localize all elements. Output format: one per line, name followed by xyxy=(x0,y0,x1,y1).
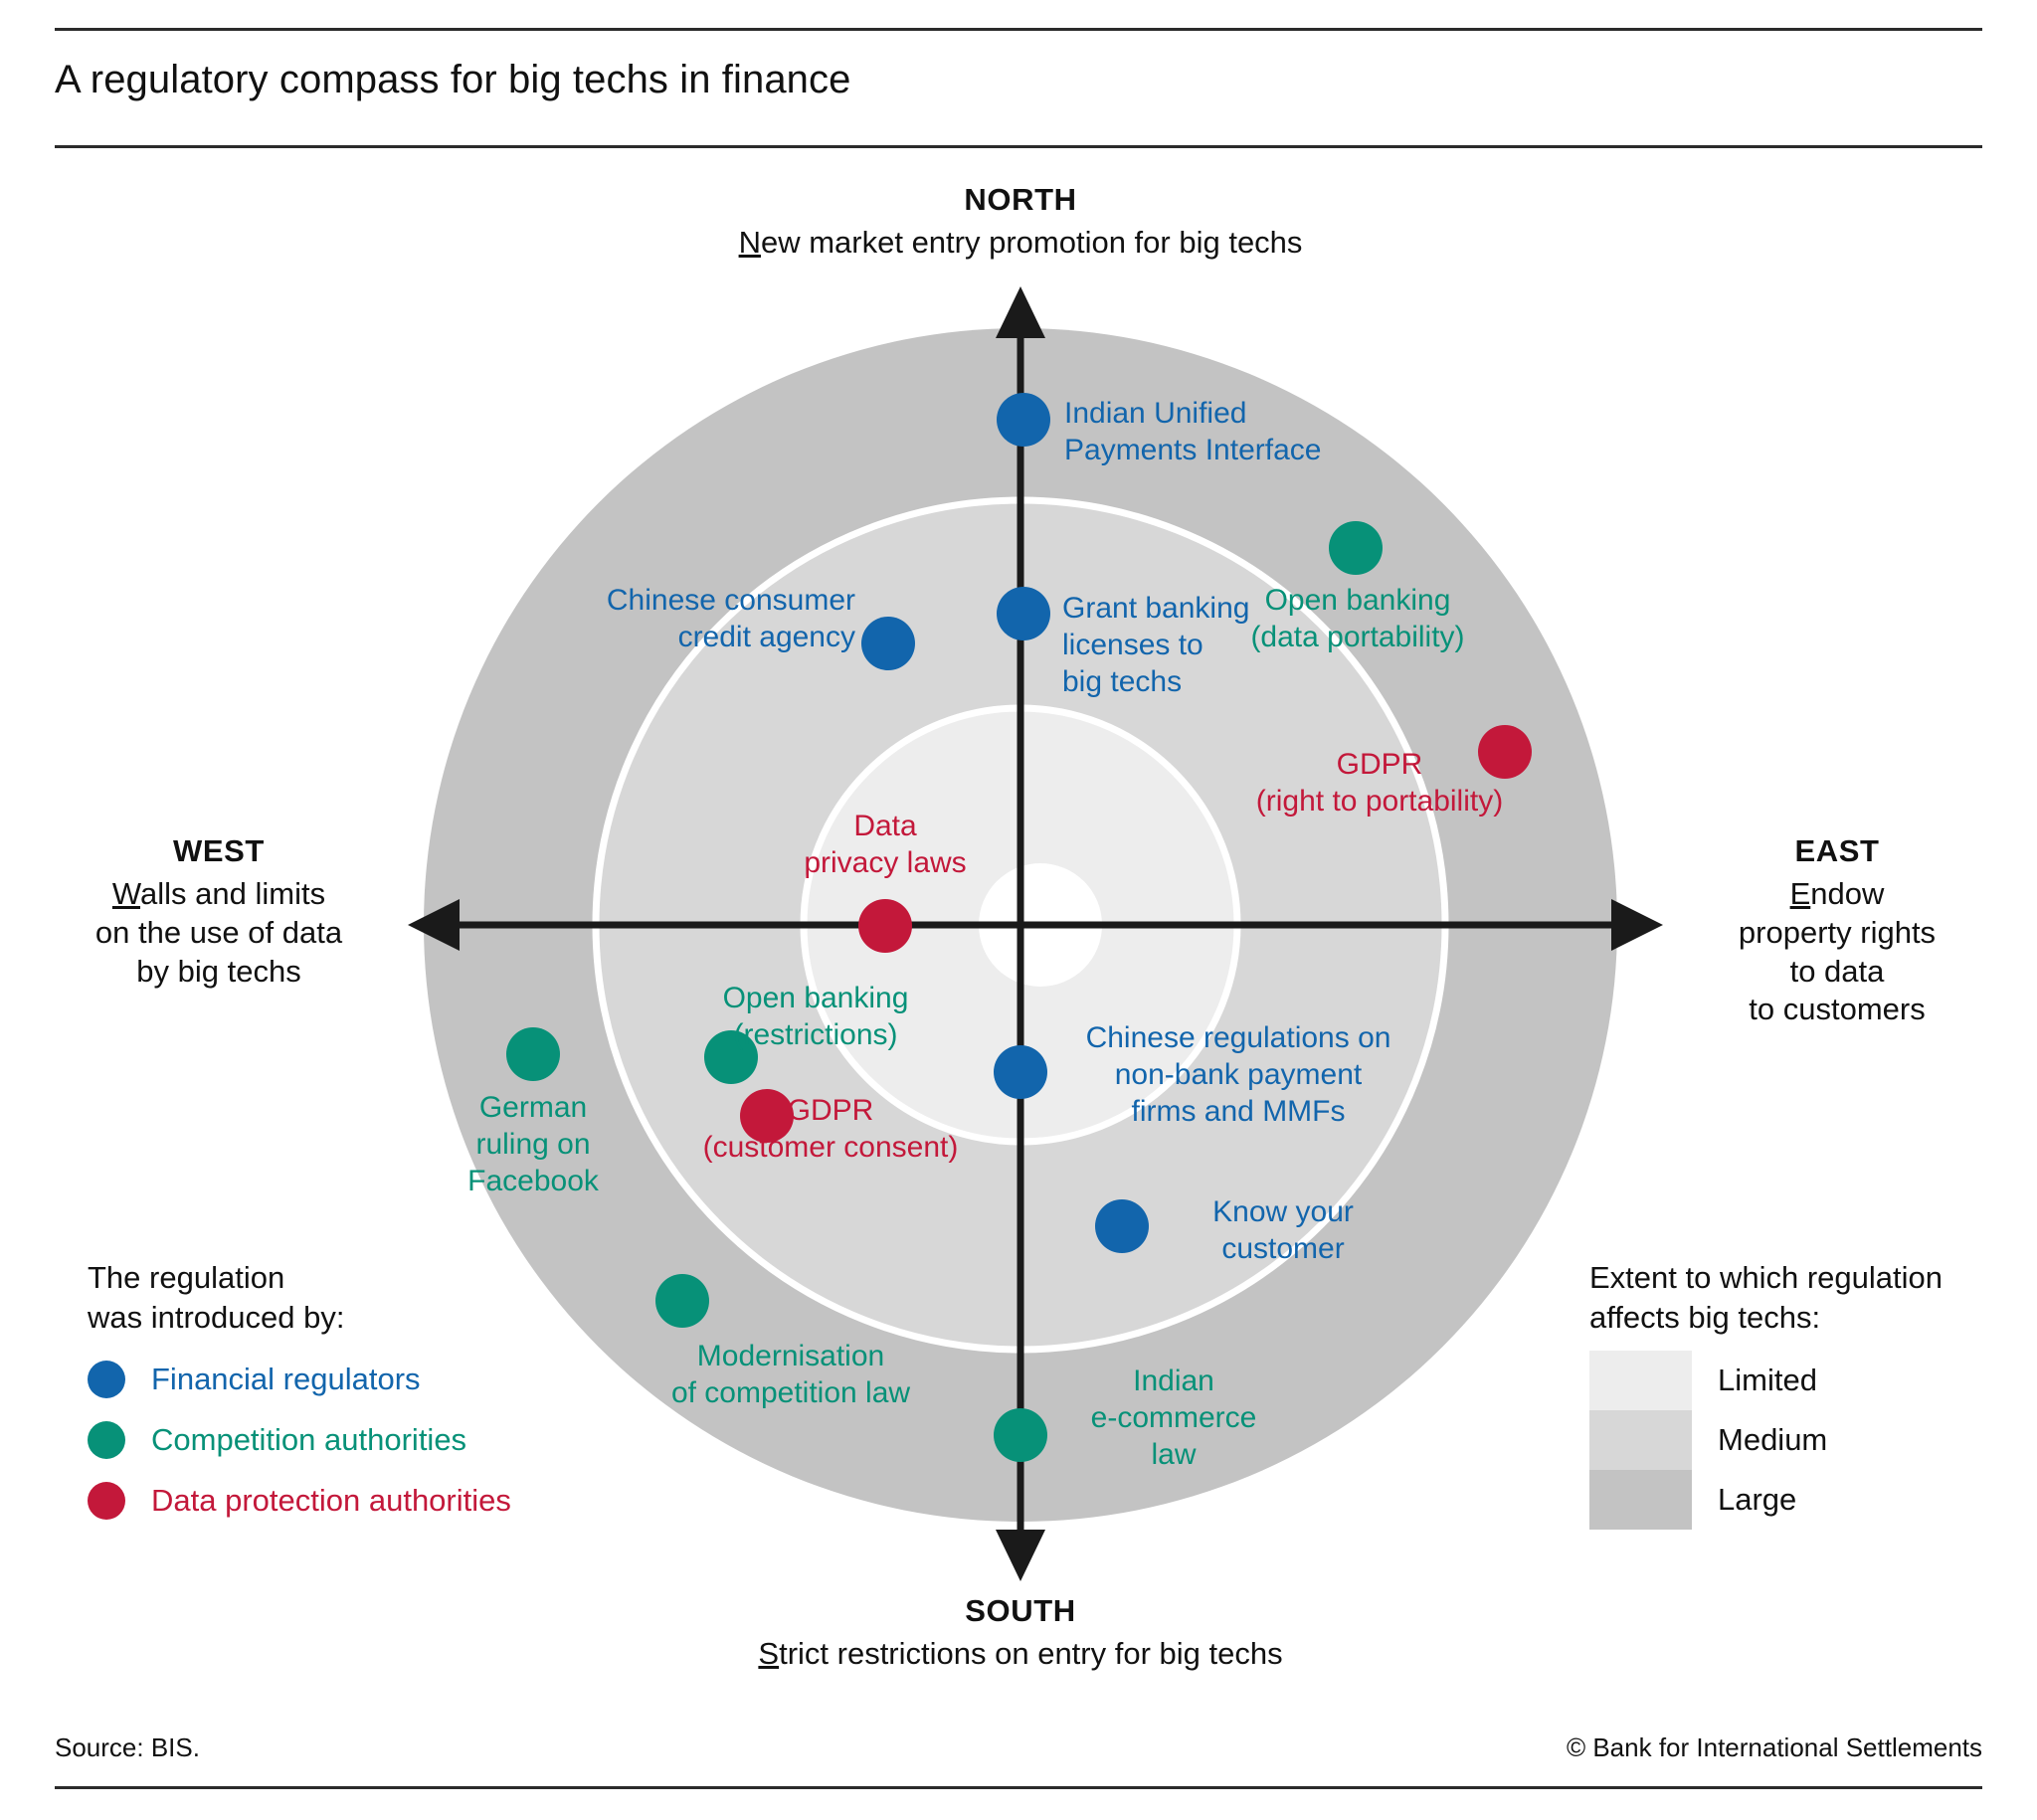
point-gdpr-customer-consent xyxy=(740,1089,794,1143)
point-label-german-ruling-on-facebook: German ruling on Facebook xyxy=(467,1091,599,1198)
axis-arrow-east xyxy=(1611,899,1663,951)
direction-label-south: SOUTH Strict restrictions on entry for b… xyxy=(523,1593,1518,1674)
direction-west-line2: on the use of data xyxy=(94,914,343,950)
direction-east-rest: ndow xyxy=(1810,876,1885,911)
direction-north-mnemonic: N xyxy=(738,225,761,260)
legend-extent-title-line2: affects big techs: xyxy=(1589,1299,1821,1335)
point-label-indian-e-commerce-law: Indian e-commerce law xyxy=(1090,1365,1257,1472)
point-open-banking-restrictions xyxy=(704,1030,758,1084)
legend-introduced-by: The regulation was introduced by: Financ… xyxy=(88,1258,605,1531)
legend-extent-title-line1: Extent to which regulation xyxy=(1589,1260,1943,1295)
legend-label-data-protection-authorities: Data protection authorities xyxy=(151,1482,511,1518)
point-label-modernisation-competition-law: Modernisation of competition law xyxy=(670,1340,911,1410)
point-label-open-banking-data-portability: Open banking (data portability) xyxy=(1250,584,1465,654)
direction-east-line4: to customers xyxy=(1749,992,1926,1027)
legend-introduced-by-title-line2: was introduced by: xyxy=(88,1299,345,1335)
point-chinese-regulations-non-bank xyxy=(994,1045,1047,1099)
direction-west-cap: WEST xyxy=(173,833,265,868)
point-label-open-banking-restrictions: Open banking (restrictions) xyxy=(722,982,909,1052)
legend-item-medium[interactable]: Medium xyxy=(1589,1410,2017,1471)
axis-arrow-north xyxy=(996,286,1045,338)
source-note: Source: BIS. xyxy=(55,1732,200,1762)
header-rule-top xyxy=(55,28,1982,31)
point-indian-unified-payments-interface xyxy=(997,393,1050,447)
direction-label-north: NORTH New market entry promotion for big… xyxy=(523,182,1518,263)
legend-extent: Extent to which regulation affects big t… xyxy=(1589,1258,2017,1531)
legend-dot-financial-icon xyxy=(88,1360,125,1398)
point-label-data-privacy-laws: Data privacy laws xyxy=(804,810,967,880)
direction-east-mnemonic: E xyxy=(1789,876,1811,911)
legend-label-financial-regulators: Financial regulators xyxy=(151,1361,421,1396)
point-gdpr-right-to-portability xyxy=(1478,725,1532,779)
legend-label-competition-authorities: Competition authorities xyxy=(151,1421,467,1457)
point-grant-banking-licenses xyxy=(997,587,1050,640)
direction-south-desc: Strict restrictions on entry for big tec… xyxy=(523,1635,1518,1674)
point-open-banking-data-portability xyxy=(1329,521,1383,575)
legend-dot-competition-icon xyxy=(88,1420,125,1459)
legend-label-large: Large xyxy=(1718,1482,1797,1518)
legend-item-competition-authorities[interactable]: Competition authorities xyxy=(88,1409,605,1470)
direction-west-rest: alls and limits xyxy=(140,876,326,911)
direction-east-line1: Endow xyxy=(1790,876,1885,911)
legend-item-data-protection-authorities[interactable]: Data protection authorities xyxy=(88,1470,605,1531)
direction-north-rest: ew market entry promotion for big techs xyxy=(760,225,1303,260)
legend-swatch-limited xyxy=(1589,1351,1692,1411)
point-label-gdpr-customer-consent: GDPR (customer consent) xyxy=(702,1094,959,1165)
legend-extent-title: Extent to which regulation affects big t… xyxy=(1589,1258,2017,1337)
point-label-grant-banking-licenses: Grant banking licenses to big techs xyxy=(1062,592,1250,699)
direction-east-desc: Endow property rights to data to custome… xyxy=(1673,875,2001,1029)
point-data-privacy-laws xyxy=(858,899,912,953)
direction-west-line1: Walls and limits xyxy=(112,876,325,911)
legend-item-financial-regulators[interactable]: Financial regulators xyxy=(88,1349,605,1409)
direction-label-west: WEST Walls and limits on the use of data… xyxy=(20,833,418,991)
point-modernisation-competition-law xyxy=(655,1274,709,1328)
legend-swatch-large xyxy=(1589,1470,1692,1531)
point-indian-e-commerce-law xyxy=(994,1408,1047,1462)
legend-swatch-medium xyxy=(1589,1410,1692,1471)
axis-arrow-west xyxy=(408,899,460,951)
point-label-know-your-customer: Know your customer xyxy=(1212,1195,1354,1266)
legend-item-limited[interactable]: Limited xyxy=(1589,1351,2017,1411)
direction-south-cap: SOUTH xyxy=(965,1593,1076,1628)
direction-east-line2: property rights xyxy=(1738,914,1937,950)
point-label-chinese-regulations-non-bank: Chinese regulations on non-bank payment … xyxy=(1085,1021,1391,1129)
direction-label-east: EAST Endow property rights to data to cu… xyxy=(1673,833,2001,1029)
direction-south-mnemonic: S xyxy=(758,1636,780,1671)
legend-introduced-by-title: The regulation was introduced by: xyxy=(88,1258,605,1337)
direction-west-mnemonic: W xyxy=(111,876,141,911)
direction-north-desc: New market entry promotion for big techs xyxy=(523,224,1518,263)
legend-introduced-by-title-line1: The regulation xyxy=(88,1260,285,1295)
legend-label-medium: Medium xyxy=(1718,1422,1828,1458)
direction-west-line3: by big techs xyxy=(136,953,301,989)
direction-west-desc: Walls and limits on the use of data by b… xyxy=(20,875,418,991)
point-label-gdpr-right-to-portability: GDPR (right to portability) xyxy=(1255,748,1504,819)
point-chinese-consumer-credit-agency xyxy=(861,617,915,670)
header-rule-bottom xyxy=(55,145,1982,148)
legend-label-limited: Limited xyxy=(1718,1363,1817,1398)
legend-item-large[interactable]: Large xyxy=(1589,1470,2017,1531)
direction-east-cap: EAST xyxy=(1794,833,1880,868)
direction-east-line3: to data xyxy=(1789,953,1885,989)
axis-arrow-south xyxy=(996,1530,1045,1581)
point-label-indian-unified-payments-interface: Indian Unified Payments Interface xyxy=(1064,397,1322,467)
direction-south-rest: trict restrictions on entry for big tech… xyxy=(779,1636,1283,1671)
copyright-note: © Bank for International Settlements xyxy=(1566,1732,1982,1762)
point-know-your-customer xyxy=(1095,1199,1149,1253)
page-title: A regulatory compass for big techs in fi… xyxy=(55,58,851,101)
point-german-ruling-on-facebook xyxy=(506,1027,560,1081)
footer-rule xyxy=(55,1786,1982,1789)
legend-dot-data-protection-icon xyxy=(88,1481,125,1520)
direction-north-cap: NORTH xyxy=(964,182,1077,217)
point-label-chinese-consumer-credit-agency: Chinese consumer credit agency xyxy=(606,584,855,654)
